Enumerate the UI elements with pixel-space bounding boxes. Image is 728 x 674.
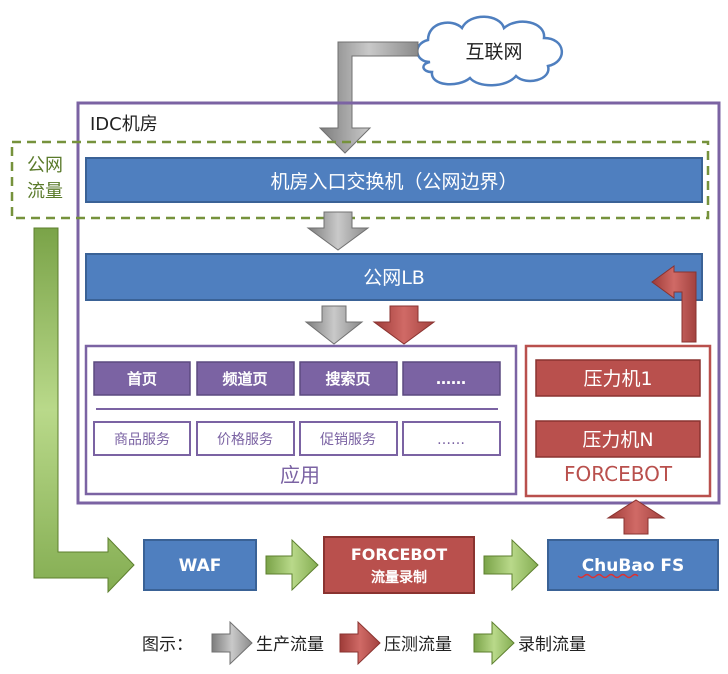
forcebot-group-border (524, 344, 712, 498)
stress-traffic-arrow-fs-forcebot (606, 499, 666, 535)
stress-machine-n-label: 压力机N (582, 429, 653, 451)
stress-machine-1-box (535, 359, 701, 397)
public-traffic-line1: 公网 (27, 155, 63, 176)
stress-machine-n-box (535, 420, 701, 458)
stress-traffic-arrow-lb-app (372, 305, 436, 345)
public-lb-box: 公网LB (85, 253, 703, 301)
stress-traffic-arrow-forcebot-lb (651, 265, 697, 343)
legend-stress-arrow (339, 620, 381, 666)
service-label-more: …… (437, 432, 465, 448)
stress-machine-1-label: 压力机1 (583, 368, 652, 390)
service-box-promotion (299, 421, 398, 456)
page-row: 首页 频道页 搜索页 …… (93, 361, 501, 396)
record-traffic-arrow-waf-record (265, 538, 319, 592)
forcebot-record-box (323, 536, 475, 594)
waf-label: WAF (179, 556, 222, 576)
legend-production-arrow (211, 620, 253, 666)
internet-label: 互联网 (465, 41, 522, 63)
waf-box (143, 539, 257, 591)
page-label-search: 搜索页 (325, 370, 370, 388)
page-box-search (299, 361, 398, 396)
legend-title: 图示： (142, 635, 193, 655)
public-lb-label: 公网LB (363, 267, 425, 289)
legend-record-label: 录制流量 (518, 635, 586, 655)
forcebot-record-line2: 流量录制 (371, 569, 427, 586)
service-label-price: 价格服务 (217, 432, 273, 448)
forcebot-label: FORCEBOT (564, 462, 673, 486)
page-box-more (402, 361, 501, 396)
legend-record-arrow (473, 620, 515, 666)
legend-production-label: 生产流量 (256, 635, 324, 655)
page-box-home (93, 361, 191, 396)
service-row: 商品服务 价格服务 促销服务 …… (93, 421, 501, 456)
idc-room-border (76, 101, 721, 505)
page-box-channel (196, 361, 295, 396)
chubao-fs-box (547, 539, 719, 591)
service-label-promotion: 促销服务 (320, 432, 376, 448)
idc-label: IDC机房 (90, 114, 158, 135)
app-label: 应用 (280, 463, 320, 487)
record-traffic-arrow-public-waf (33, 227, 135, 594)
entry-switch-box: 机房入口交换机（公网边界） (85, 157, 703, 203)
public-traffic-region (10, 140, 710, 220)
service-box-product (93, 421, 191, 456)
chubao-fs-label: ChuBao FS (582, 556, 685, 576)
record-traffic-arrow-record-fs (483, 538, 539, 592)
entry-switch-label: 机房入口交换机（公网边界） (270, 171, 517, 193)
production-traffic-arrow-lb-app (304, 305, 364, 345)
legend: 图示： 生产流量 压测流量 录制流量 (142, 620, 586, 666)
production-traffic-arrow-internet (318, 41, 419, 154)
public-traffic-line2: 流量 (27, 181, 63, 202)
page-label-home: 首页 (127, 370, 157, 388)
service-box-more (402, 421, 501, 456)
production-traffic-arrow-switch-lb (306, 211, 370, 251)
page-label-channel: 频道页 (222, 370, 267, 388)
internet-cloud: 互联网 (416, 15, 564, 87)
service-label-product: 商品服务 (114, 432, 170, 448)
page-label-more: …… (436, 370, 466, 388)
legend-stress-label: 压测流量 (384, 635, 452, 655)
service-box-price (196, 421, 295, 456)
app-group-border (84, 344, 518, 496)
spellcheck-underline (577, 573, 639, 579)
forcebot-record-line1: FORCEBOT (351, 545, 447, 564)
